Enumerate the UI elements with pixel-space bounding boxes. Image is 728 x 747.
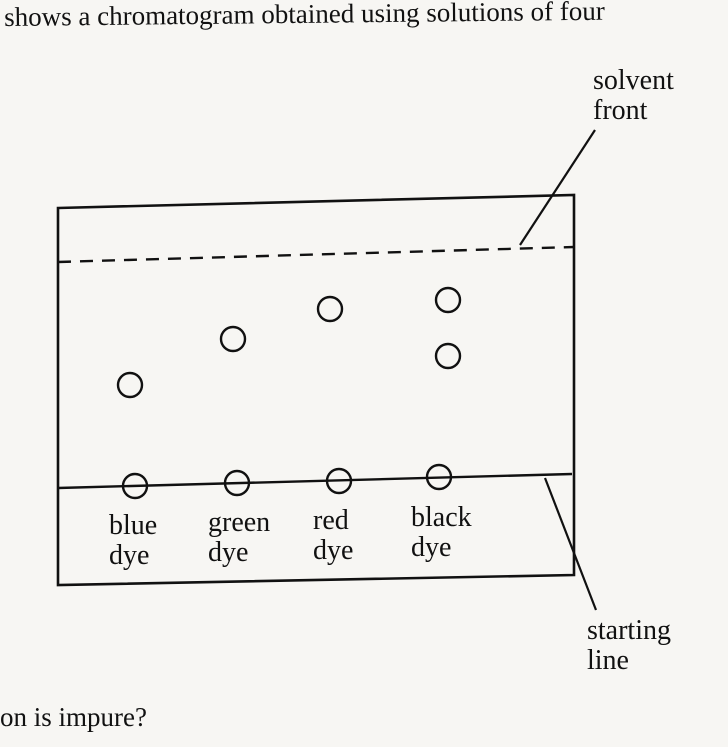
dye-label-red: red dye <box>313 505 354 566</box>
spot-red-dye <box>316 295 344 323</box>
start-spot-red <box>325 467 353 495</box>
spot-green-dye <box>219 325 247 353</box>
solvent-front-pointer <box>519 129 596 246</box>
starting-line <box>57 472 573 490</box>
start-spot-blue <box>121 472 149 500</box>
dye-label-blue: blue dye <box>109 510 158 571</box>
starting-line-label: starting line <box>587 615 671 676</box>
chromatography-paper <box>56 193 576 587</box>
dye-label-black: black dye <box>411 502 472 563</box>
start-spot-black <box>425 463 453 491</box>
solvent-front-line <box>57 245 575 264</box>
solvent-front-label: solvent front <box>593 65 674 126</box>
spot-black-dye-upper <box>434 286 462 314</box>
question-text: on is impure? <box>0 702 147 732</box>
spot-blue-dye <box>116 371 144 399</box>
spot-black-dye-lower <box>434 342 462 370</box>
start-spot-green <box>223 469 251 497</box>
starting-line-pointer <box>543 477 598 611</box>
dye-label-green: green dye <box>208 507 271 568</box>
